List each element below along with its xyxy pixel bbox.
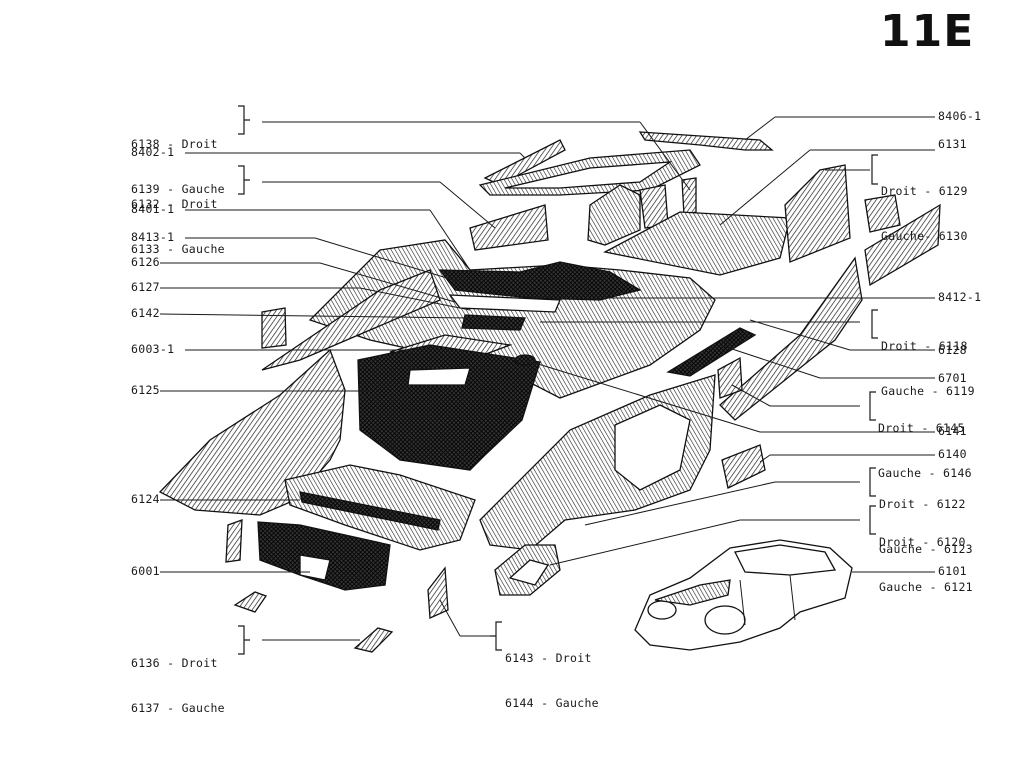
part-6136 xyxy=(233,591,268,613)
label-6123: Gauche - 6123 xyxy=(879,542,973,556)
part-6701 xyxy=(666,327,757,377)
part-6126 xyxy=(448,294,561,313)
part-small-left xyxy=(225,519,243,563)
label-6145-6146: Droit - 6145 Gauche - 6146 xyxy=(878,391,972,511)
part-6137 xyxy=(353,627,394,653)
part-6125 xyxy=(357,344,541,471)
part-6129 xyxy=(784,164,851,263)
label-6122-6123: Droit - 6122 Gauche - 6123 xyxy=(879,467,973,587)
label-6138: 6138 - Droit xyxy=(131,137,218,151)
label-6119: Gauche - 6119 xyxy=(881,384,975,398)
label-6145: Droit - 6145 xyxy=(878,421,965,435)
label-6130: Gauche- 6130 xyxy=(881,229,968,243)
label-6001: 6001 xyxy=(131,564,160,578)
label-6118-6119: Droit - 6118 Gauche - 6119 xyxy=(881,309,975,429)
part-6101-body xyxy=(634,539,853,651)
part-side-panel-right xyxy=(864,203,941,287)
label-6125: 6125 xyxy=(131,383,160,397)
label-6139: 6139 - Gauche xyxy=(131,182,225,196)
part-6145 xyxy=(717,356,743,399)
part-pillar xyxy=(587,184,641,246)
leader-lines xyxy=(159,121,691,641)
part-6132 xyxy=(469,204,549,251)
label-6141: 6141 xyxy=(938,424,967,438)
label-6128: 6128 xyxy=(938,343,967,357)
label-6129: Droit - 6129 xyxy=(881,184,968,198)
label-6140: 6140 xyxy=(938,447,967,461)
leader-lines-right xyxy=(524,116,935,573)
label-6101: 6101 xyxy=(938,564,967,578)
label-6121: Gauche - 6121 xyxy=(879,580,973,594)
part-6001 xyxy=(257,521,391,591)
label-8401-1: 8401-1 xyxy=(131,202,175,216)
label-6143: 6143 - Droit xyxy=(505,651,592,665)
page-code: 11E xyxy=(880,6,975,57)
part-8406-1 xyxy=(638,131,774,151)
label-6133: 6133 - Gauche xyxy=(131,242,225,256)
label-6127: 6127 xyxy=(131,280,160,294)
label-6136: 6136 - Droit xyxy=(131,656,218,670)
label-6120-6121: Droit - 6120 Gauche - 6121 xyxy=(879,505,973,625)
label-braces xyxy=(238,105,878,655)
part-8413-1 xyxy=(438,261,642,301)
label-6120: Droit - 6120 xyxy=(879,535,966,549)
label-8402-1: 8402-1 xyxy=(131,145,175,159)
part-6142 xyxy=(461,314,526,331)
label-6143-6144: 6143 - Droit 6144 - Gauche xyxy=(505,621,599,741)
label-6132: 6132 - Droit xyxy=(131,197,218,211)
label-6136-6137: 6136 - Droit 6137 - Gauche xyxy=(131,626,225,746)
part-6138 xyxy=(681,177,697,216)
label-6122: Droit - 6122 xyxy=(879,497,966,511)
label-8413-1: 8413-1 xyxy=(131,230,175,244)
label-8412-1: 8412-1 xyxy=(938,290,982,304)
label-6126: 6126 xyxy=(131,255,160,269)
label-6003-1: 6003-1 xyxy=(131,342,175,356)
label-6131: 6131 xyxy=(938,137,967,151)
label-6138-6139: 6138 - Droit 6139 - Gauche xyxy=(131,107,225,227)
label-6132-6133: 6132 - Droit 6133 - Gauche xyxy=(131,167,225,287)
label-6701: 6701 xyxy=(938,371,967,385)
label-6144: 6144 - Gauche xyxy=(505,696,599,710)
label-6146: Gauche - 6146 xyxy=(878,466,972,480)
part-6140 xyxy=(721,444,766,489)
label-6129-6130: Droit - 6129 Gauche- 6130 xyxy=(881,154,968,274)
part-6131 xyxy=(603,211,791,276)
label-6137: 6137 - Gauche xyxy=(131,701,225,715)
label-8406-1: 8406-1 xyxy=(938,109,982,123)
label-6118: Droit - 6118 xyxy=(881,339,968,353)
part-6143 xyxy=(427,566,449,619)
label-6124: 6124 xyxy=(131,492,160,506)
label-6142: 6142 xyxy=(131,306,160,320)
